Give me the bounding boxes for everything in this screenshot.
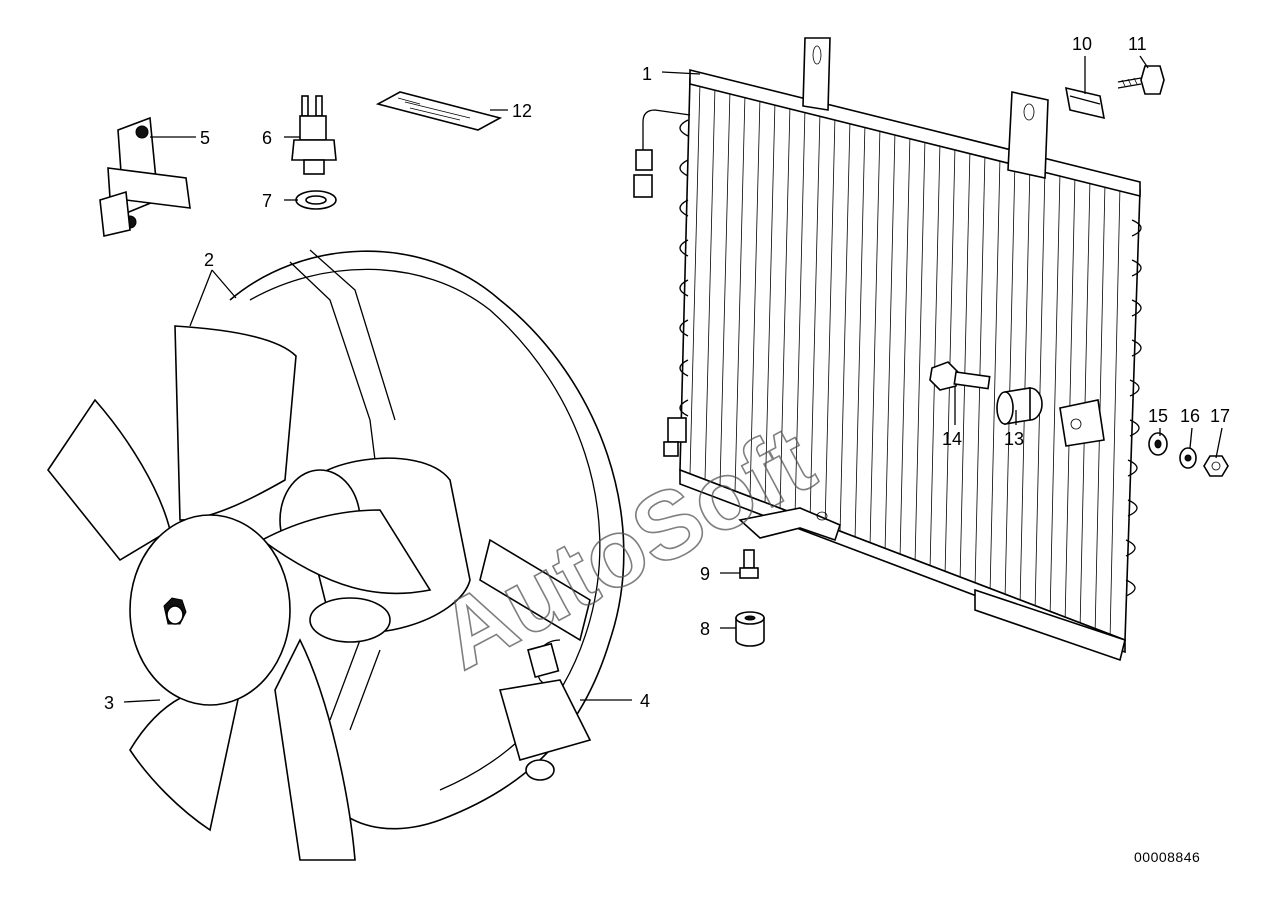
condenser-radiator xyxy=(633,37,1142,662)
part-6-temp-switch xyxy=(291,95,337,175)
callout-14: 14 xyxy=(942,429,962,449)
part-12-label-plate xyxy=(375,91,503,131)
part-14-bolt xyxy=(929,361,991,391)
callout-15: 15 xyxy=(1148,406,1168,426)
fan-hub xyxy=(129,514,291,706)
callout-9: 9 xyxy=(700,564,710,584)
fan-blade-right xyxy=(260,509,432,595)
condenser-bottom-bracket xyxy=(738,507,841,542)
condenser-right-tubes xyxy=(1125,219,1142,597)
callout-2: 2 xyxy=(204,250,214,270)
part-17-nut xyxy=(1203,455,1229,477)
condenser-top-bracket-right xyxy=(1007,91,1049,179)
part-15-washer xyxy=(1148,432,1168,456)
part-10-clip xyxy=(1064,86,1106,120)
callout-17: 17 xyxy=(1210,406,1230,426)
part-9-pin xyxy=(739,549,759,579)
part-4-connector xyxy=(498,639,592,781)
part-16-washer xyxy=(1179,447,1197,469)
condenser-left-tubes xyxy=(679,119,689,417)
callout-13: 13 xyxy=(1004,429,1024,449)
leader-lines xyxy=(123,55,1223,703)
part-5-resistor xyxy=(99,116,191,237)
callout-8: 8 xyxy=(700,619,710,639)
part-11-screw xyxy=(1117,65,1165,95)
callout-16: 16 xyxy=(1180,406,1200,426)
callout-1: 1 xyxy=(642,64,652,84)
fan-blade-assembly xyxy=(47,325,432,861)
part-13-rubber-mount xyxy=(996,387,1043,425)
condenser-top-bracket-left xyxy=(802,37,831,111)
callout-7: 7 xyxy=(262,191,272,211)
fan-blade-bottom-left xyxy=(129,686,241,832)
part-7-seal-ring xyxy=(295,190,337,210)
diagram-reference-number: 00008846 xyxy=(1134,849,1200,865)
callout-labels: 1 2 3 4 5 6 7 8 9 10 11 12 13 14 15 16 1… xyxy=(104,34,1230,713)
part-8-rubber-sleeve xyxy=(735,611,765,647)
callout-10: 10 xyxy=(1072,34,1092,54)
condenser-fins xyxy=(689,81,1121,641)
callout-11: 11 xyxy=(1128,34,1147,54)
callout-3: 3 xyxy=(104,693,114,713)
callout-5: 5 xyxy=(200,128,210,148)
callout-4: 4 xyxy=(640,691,650,711)
fan-blade-bottom xyxy=(274,638,356,861)
callout-12: 12 xyxy=(512,101,532,121)
fan-blade-left xyxy=(47,398,171,562)
callout-6: 6 xyxy=(262,128,272,148)
